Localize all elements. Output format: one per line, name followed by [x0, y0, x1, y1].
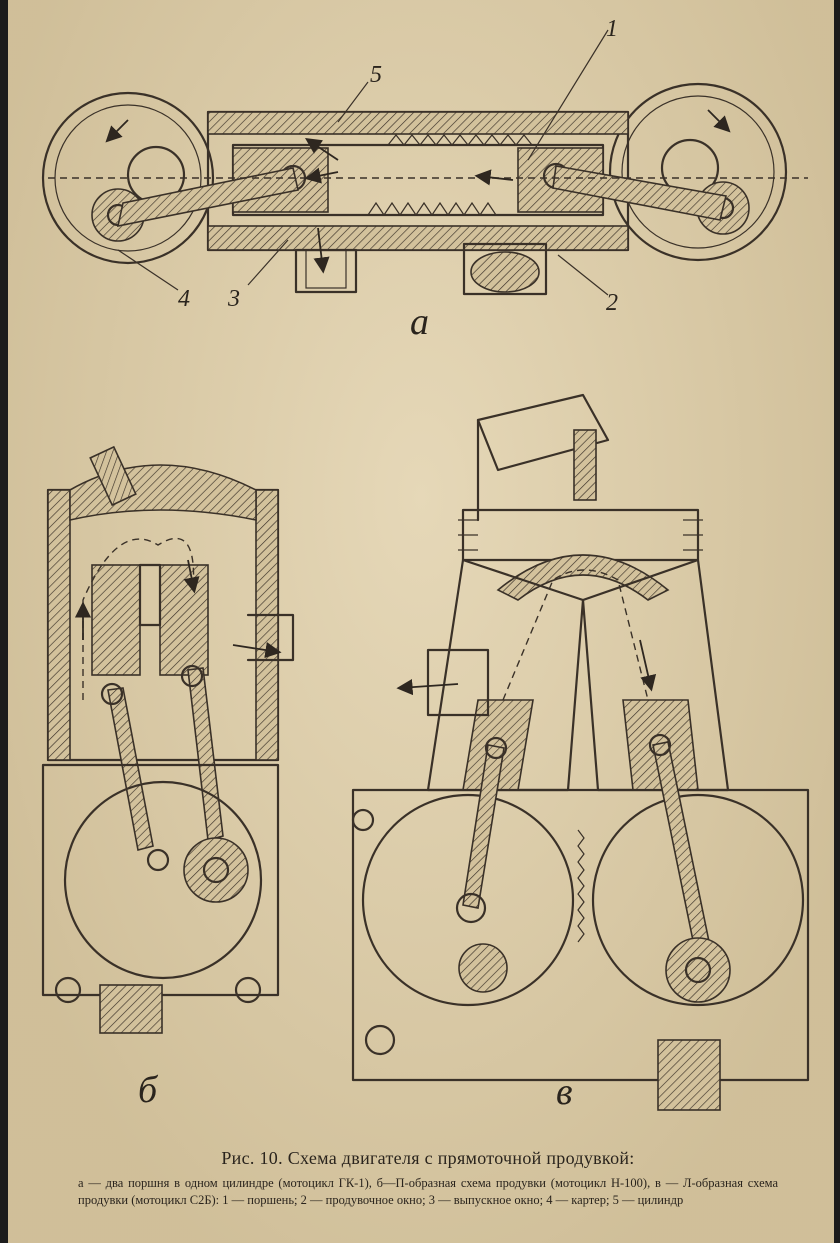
label-number-2: 2 — [606, 290, 618, 316]
figure-v-lambda-type-engine — [351, 393, 810, 1111]
caption-legend: а — два поршня в одном цилиндре (мотоцик… — [78, 1176, 778, 1207]
label-number-3: 3 — [228, 286, 240, 312]
engine-schematics-drawing — [41, 29, 810, 1111]
book-page: 1 5 3 4 2 а б в Рис. 10. Схема двигателя… — [8, 0, 834, 1243]
figure-label-a: а — [410, 301, 429, 343]
label-number-5: 5 — [370, 62, 382, 88]
label-number-1: 1 — [606, 16, 618, 42]
caption-title: Рис. 10. Схема двигателя с прямоточной п… — [221, 1148, 635, 1168]
figure-label-b: б — [138, 1069, 158, 1111]
label-number-4: 4 — [178, 286, 190, 312]
figure-b-u-type-engine — [41, 445, 295, 1034]
figure-a-opposed-piston-engine — [41, 29, 808, 296]
figure-label-v: в — [556, 1071, 573, 1113]
figure-caption: Рис. 10. Схема двигателя с прямоточной п… — [78, 1148, 778, 1209]
